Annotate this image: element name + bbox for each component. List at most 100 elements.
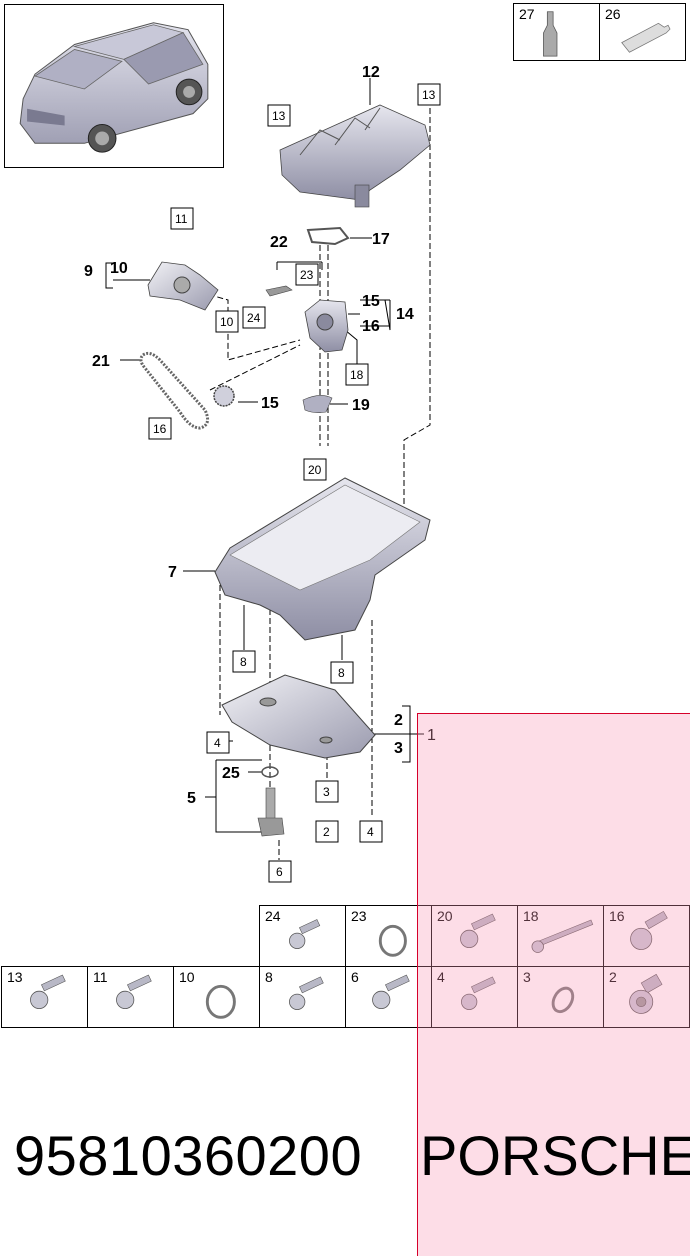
- fastener-cell-10[interactable]: 10: [173, 966, 260, 1028]
- box-13a: 13: [267, 104, 291, 127]
- bolt-icon: [30, 974, 66, 1009]
- bolt-icon: [461, 976, 496, 1010]
- box-11: 11: [170, 207, 194, 230]
- boxed-labels: 13 13 11 23 10 24 18 16 20 8 8 4 3 2 4 6: [148, 83, 441, 883]
- svg-text:13: 13: [422, 88, 436, 102]
- svg-text:6: 6: [276, 865, 283, 879]
- callout-19: 19: [352, 397, 370, 414]
- part-number: 95810360200: [14, 1124, 363, 1187]
- box-4b: 4: [359, 820, 383, 843]
- highlight-region: [417, 713, 690, 1256]
- callout-12: 12: [362, 64, 380, 81]
- gasket-part[interactable]: [306, 226, 350, 246]
- svg-text:20: 20: [308, 463, 322, 477]
- tool-cell-27[interactable]: 27: [513, 3, 600, 61]
- callout-5: 5: [187, 790, 196, 807]
- svg-text:8: 8: [338, 666, 345, 680]
- vehicle-thumbnail: [4, 4, 224, 168]
- fastener-cell-11[interactable]: 11: [87, 966, 174, 1028]
- fastener-number: 10: [179, 969, 195, 985]
- drain-plug-icon: [629, 973, 663, 1014]
- callout-7: 7: [168, 564, 177, 581]
- box-23: 23: [295, 263, 319, 286]
- bolt-icon: [460, 913, 496, 948]
- fastener-number: 4: [437, 969, 445, 985]
- box-4a: 4: [206, 731, 230, 754]
- callout-2: 2: [394, 712, 403, 729]
- svg-text:10: 10: [220, 315, 234, 329]
- svg-text:11: 11: [175, 212, 188, 226]
- drive-chain-part[interactable]: [139, 351, 210, 430]
- box-18: 18: [345, 363, 369, 386]
- bolt-icon: [289, 976, 324, 1010]
- leader-lines: [105, 78, 424, 833]
- fastener-number: 8: [265, 969, 273, 985]
- tool-number: 27: [519, 6, 535, 22]
- seal-ring-icon: [205, 984, 236, 1019]
- svg-text:16: 16: [153, 422, 167, 436]
- callout-15b: 15: [261, 395, 279, 412]
- bolt-icon: [372, 974, 410, 1009]
- callout-14: 14: [396, 306, 414, 323]
- fastener-cell-13[interactable]: 13: [1, 966, 88, 1028]
- callout-9: 9: [84, 263, 93, 280]
- svg-text:18: 18: [350, 368, 364, 382]
- fastener-cell-24[interactable]: 24: [259, 905, 346, 967]
- flange-bolt-icon: [630, 910, 668, 950]
- svg-text:24: 24: [247, 311, 261, 325]
- consumables-box: 27 26: [513, 3, 686, 61]
- svg-text:3: 3: [323, 785, 330, 799]
- fastener-number: 16: [609, 908, 625, 924]
- box-20: 20: [303, 458, 327, 481]
- callout-15a: 15: [362, 293, 380, 310]
- callout-3: 3: [394, 740, 403, 757]
- svg-text:4: 4: [214, 736, 221, 750]
- box-8a: 8: [232, 650, 256, 673]
- bolt-icon: [116, 974, 152, 1009]
- upper-oil-pan-part[interactable]: [214, 477, 431, 641]
- callout-1: 1: [427, 727, 436, 744]
- fastener-number: 20: [437, 908, 453, 924]
- tool-number: 26: [605, 6, 621, 22]
- fastener-number: 13: [7, 969, 23, 985]
- svg-text:2: 2: [323, 825, 330, 839]
- callout-labels: 12 17 22 9 10 15 14 16 21 15 19 7 2 1 3 …: [84, 64, 436, 807]
- fastener-number: 11: [93, 969, 108, 985]
- fastener-number: 3: [523, 969, 531, 985]
- sprocket-part[interactable]: [213, 385, 235, 407]
- svg-text:23: 23: [300, 268, 314, 282]
- fastener-cell-16[interactable]: 16: [603, 905, 690, 967]
- box-10: 10: [215, 310, 239, 333]
- long-bolt-icon: [531, 919, 594, 953]
- box-16: 16: [148, 417, 172, 440]
- fastener-cell-4[interactable]: 4: [431, 966, 518, 1028]
- drain-tube-part[interactable]: [257, 787, 285, 837]
- grease-tube-icon: [621, 22, 671, 53]
- sealant-bottle-icon: [543, 11, 558, 57]
- small-bracket-part[interactable]: [265, 285, 293, 297]
- chain-guide-part[interactable]: [147, 261, 219, 311]
- lower-oil-pan-part[interactable]: [221, 674, 376, 759]
- suv-car-icon: [19, 22, 209, 153]
- svg-text:13: 13: [272, 109, 286, 123]
- callout-22: 22: [270, 234, 288, 251]
- fastener-number: 18: [523, 908, 539, 924]
- box-13b: 13: [417, 83, 441, 106]
- o-ring-part[interactable]: [261, 766, 279, 778]
- box-8b: 8: [330, 661, 354, 684]
- upper-oil-baffle-part[interactable]: [279, 104, 431, 208]
- callout-21: 21: [92, 353, 110, 370]
- fastener-cell-8[interactable]: 8: [259, 966, 346, 1028]
- oil-pump-part[interactable]: [304, 299, 349, 353]
- box-24: 24: [242, 306, 266, 329]
- fastener-number: 24: [265, 908, 281, 924]
- brand-name: PORSCHE: [420, 1124, 690, 1187]
- callout-17: 17: [372, 231, 390, 248]
- strainer-part[interactable]: [302, 395, 333, 413]
- seal-ring-icon: [378, 924, 407, 957]
- seal-ring-icon: [551, 986, 575, 1014]
- fastener-cell-3[interactable]: 3: [517, 966, 604, 1028]
- callout-16: 16: [362, 318, 380, 335]
- tool-cell-26[interactable]: 26: [599, 3, 686, 61]
- fastener-cell-2[interactable]: 2: [603, 966, 690, 1028]
